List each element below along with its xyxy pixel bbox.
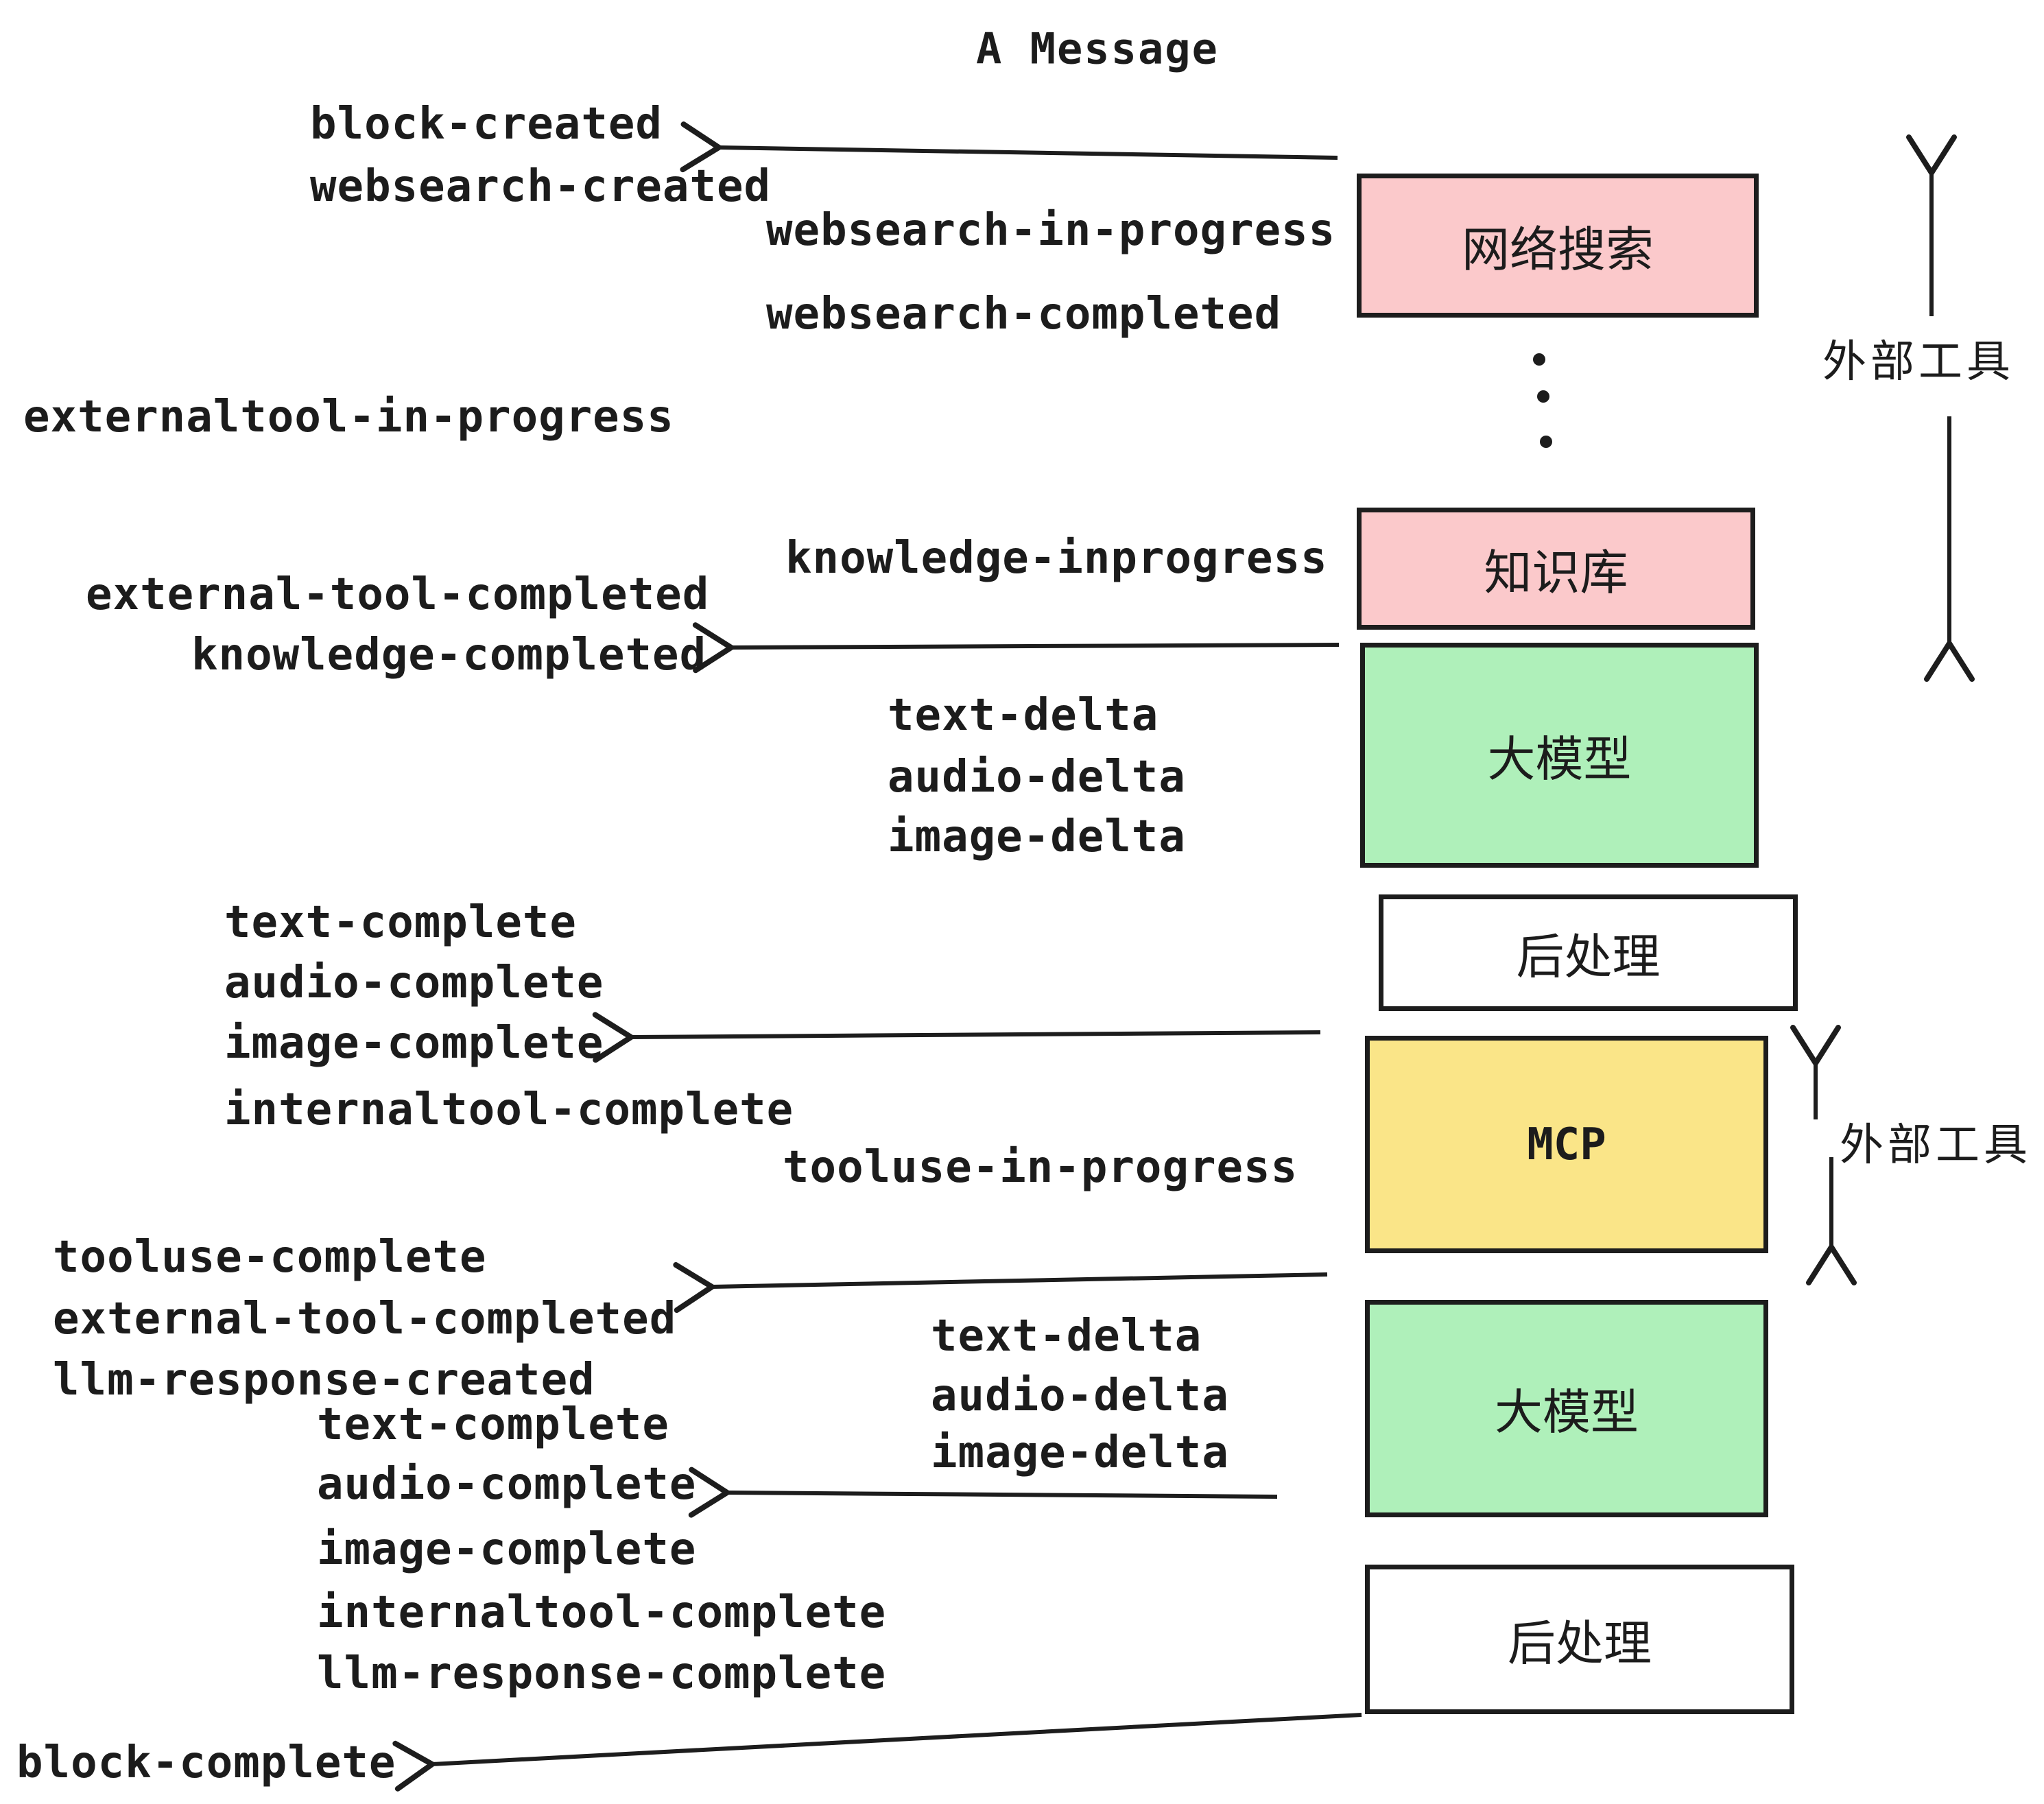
box-mcp: MCP xyxy=(1365,1036,1768,1253)
diagram-title: A Message xyxy=(976,23,1219,74)
box-mcp-label: MCP xyxy=(1527,1119,1606,1170)
event-websearch-completed: websearch-completed xyxy=(766,289,1282,340)
event-external-tool-completed-2: external-tool-completed xyxy=(53,1294,677,1344)
event-websearch-created: websearch-created xyxy=(310,161,772,212)
event-image-complete-2: image-complete xyxy=(317,1524,697,1575)
event-llm-response-created: llm-response-created xyxy=(53,1355,595,1405)
arrow-tooluse-complete xyxy=(673,1262,1328,1314)
box-postprocess-1-label: 后处理 xyxy=(1516,929,1661,984)
arrow-audio-complete xyxy=(688,1467,1278,1518)
event-text-delta-2: text-delta xyxy=(931,1311,1202,1362)
box-llm-1: 大模型 xyxy=(1360,643,1759,868)
arrow-knowledge-completed xyxy=(692,622,1340,674)
ellipsis-dot xyxy=(1540,436,1552,448)
box-postprocess-2: 后处理 xyxy=(1365,1565,1794,1714)
arrow-image-complete xyxy=(592,1012,1321,1063)
event-audio-complete-2: audio-complete xyxy=(317,1459,697,1510)
box-llm-1-label: 大模型 xyxy=(1487,732,1632,786)
event-llm-response-complete: llm-response-complete xyxy=(317,1648,887,1699)
arrow-websearch-created xyxy=(680,121,1338,173)
event-block-complete: block-complete xyxy=(16,1737,396,1788)
event-audio-complete-1: audio-complete xyxy=(224,958,604,1008)
box-llm-2: 大模型 xyxy=(1365,1300,1768,1517)
event-audio-delta-2: audio-delta xyxy=(931,1370,1229,1421)
arrow-block-complete xyxy=(392,1713,1362,1792)
box-knowledge-label: 知识库 xyxy=(1484,545,1628,600)
event-websearch-in-progress: websearch-in-progress xyxy=(766,205,1336,256)
box-llm-2-label: 大模型 xyxy=(1495,1386,1639,1439)
event-internaltool-complete-2: internaltool-complete xyxy=(317,1587,887,1638)
event-knowledge-inprogress: knowledge-inprogress xyxy=(785,533,1328,584)
event-externaltool-in-progress: externaltool-in-progress xyxy=(23,392,674,442)
event-knowledge-completed: knowledge-completed xyxy=(191,630,707,680)
event-text-delta-1: text-delta xyxy=(888,690,1159,741)
event-audio-delta-1: audio-delta xyxy=(888,752,1186,803)
event-tooluse-complete: tooluse-complete xyxy=(53,1232,487,1283)
event-image-delta-1: image-delta xyxy=(888,811,1186,862)
ellipsis-dot xyxy=(1533,353,1545,366)
box-websearch-label: 网络搜索 xyxy=(1462,222,1654,276)
external-tools-label-mcp: 外部工具 xyxy=(1840,1120,2032,1170)
event-external-tool-completed-1: external-tool-completed xyxy=(86,569,710,620)
event-block-created: block-created xyxy=(310,99,663,150)
box-knowledge: 知识库 xyxy=(1357,508,1755,630)
event-text-complete-1: text-complete xyxy=(224,897,577,948)
event-image-complete-1: image-complete xyxy=(224,1018,604,1069)
box-postprocess-2-label: 后处理 xyxy=(1508,1616,1652,1670)
external-tools-label-top: 外部工具 xyxy=(1822,337,2015,386)
box-postprocess-1: 后处理 xyxy=(1379,894,1798,1011)
event-text-complete-2: text-complete xyxy=(317,1399,669,1450)
event-image-delta-2: image-delta xyxy=(931,1427,1229,1478)
ellipsis-dot xyxy=(1537,390,1549,403)
box-websearch: 网络搜索 xyxy=(1357,174,1759,318)
event-tooluse-in-progress: tooluse-in-progress xyxy=(783,1142,1298,1193)
event-internaltool-complete-1: internaltool-complete xyxy=(224,1084,794,1135)
